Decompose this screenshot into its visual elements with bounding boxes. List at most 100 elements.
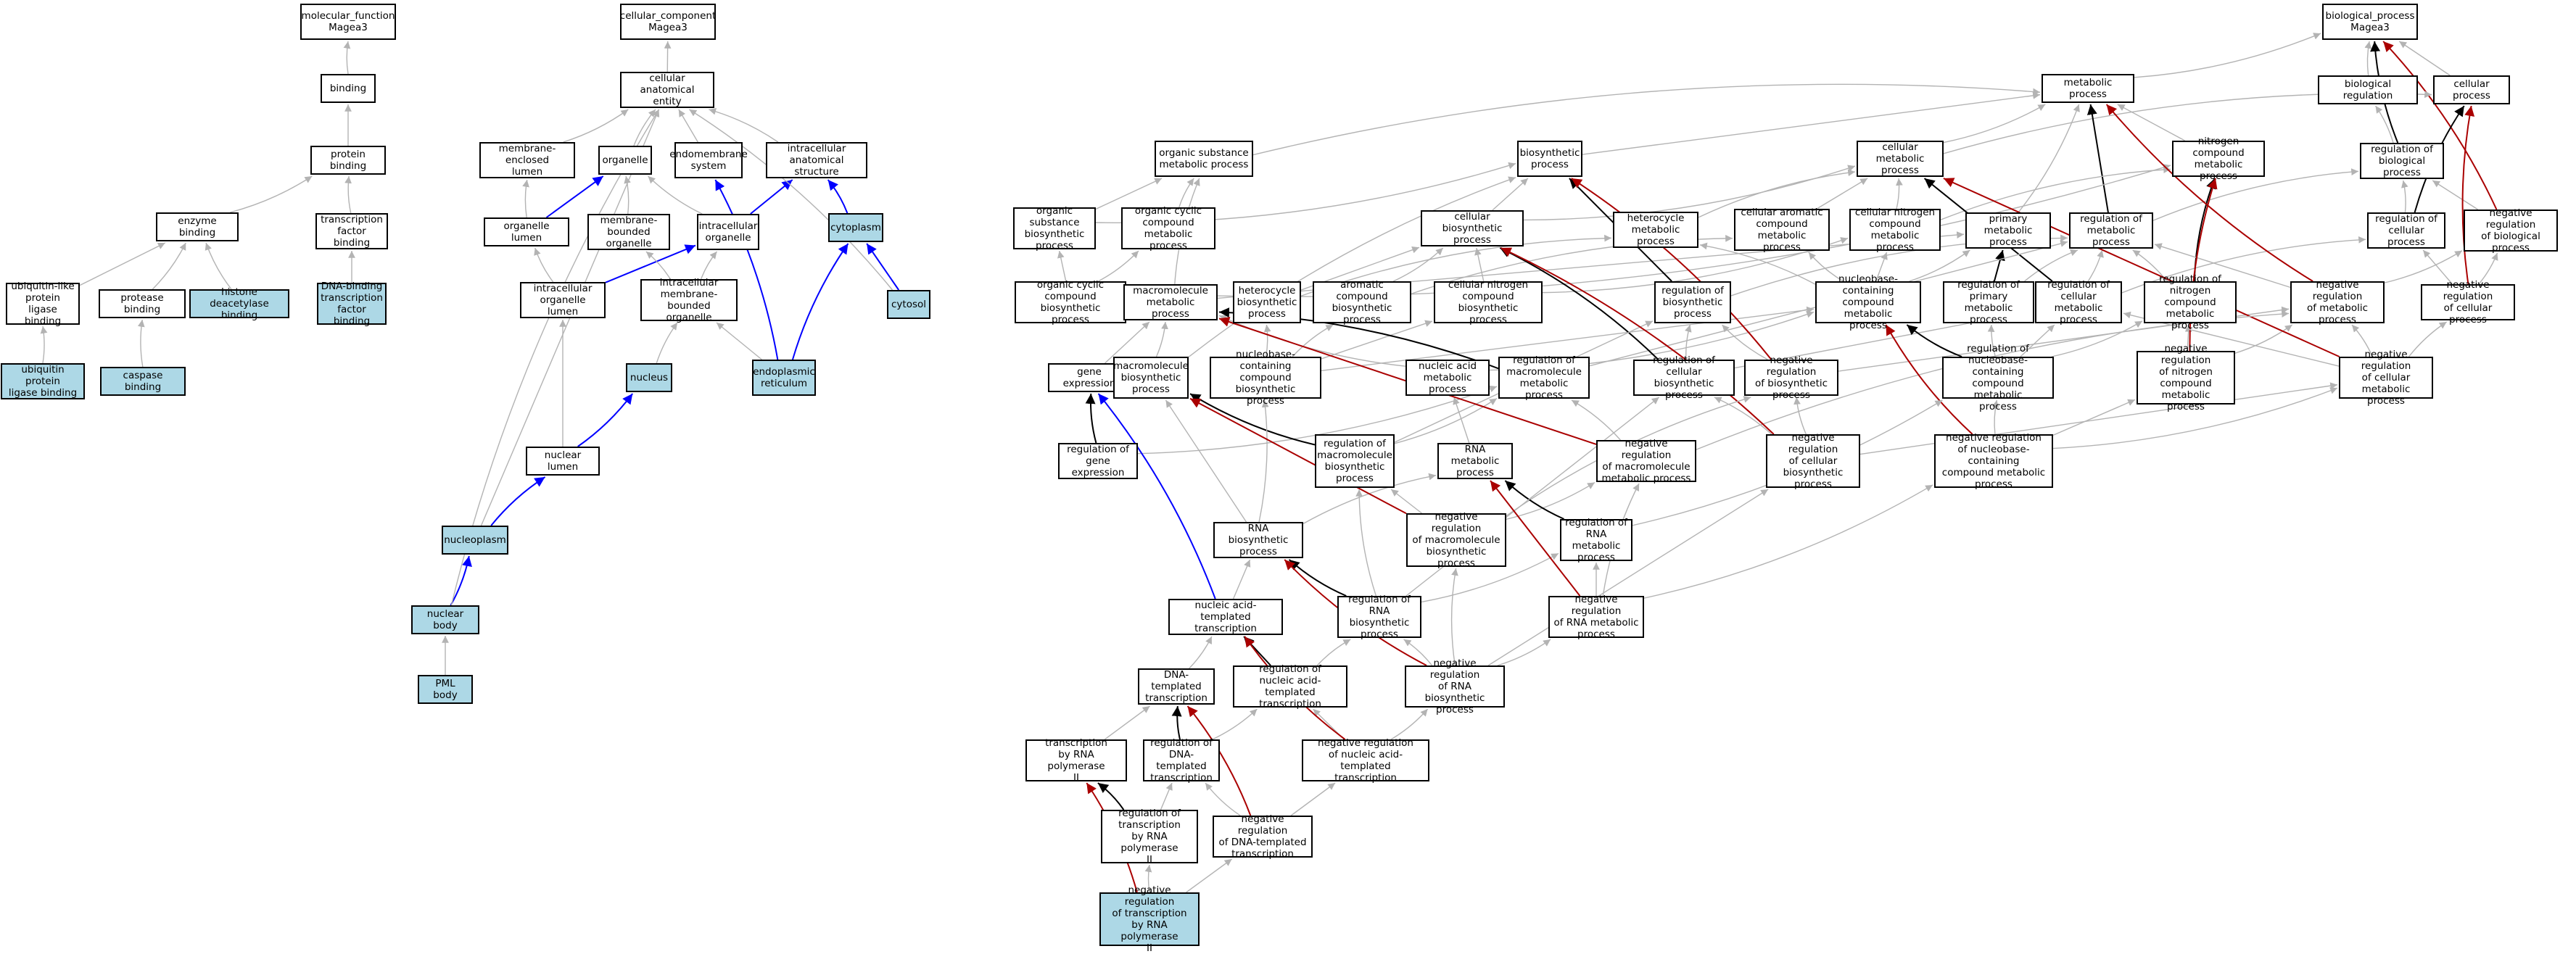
- edge-is-a: [347, 41, 348, 74]
- node-pml-body[interactable]: PML body: [418, 675, 473, 704]
- node-nrdtt[interactable]: negative regulation of DNA-templated tra…: [1213, 816, 1313, 858]
- node-nuclear-lumen[interactable]: nuclear lumen: [526, 447, 600, 476]
- node-mf[interactable]: molecular_function Magea3: [300, 4, 396, 40]
- node-nucleoplasm[interactable]: nucleoplasm: [442, 526, 508, 555]
- node-osbp[interactable]: organic substance biosynthetic process: [1013, 207, 1096, 249]
- node-mmp[interactable]: macromolecule metabolic process: [1123, 284, 1218, 320]
- edge-is-a: [709, 109, 778, 142]
- node-hmp[interactable]: heterocycle metabolic process: [1613, 212, 1698, 248]
- node-nrbp[interactable]: negative regulation of biological proces…: [2464, 210, 2558, 252]
- node-rpmp[interactable]: regulation of primary metabolic process: [1943, 281, 2034, 323]
- node-nrmp[interactable]: negative regulation of metabolic process: [2290, 281, 2385, 323]
- node-rdtt[interactable]: regulation of DNA-templated transcriptio…: [1143, 739, 1220, 781]
- node-acbp[interactable]: aromatic compound biosynthetic process: [1313, 281, 1411, 323]
- node-nrcmp[interactable]: negative regulation of cellular metaboli…: [2339, 357, 2433, 399]
- node-imbo[interactable]: intracellular membrane-bounded organelle: [640, 279, 738, 321]
- node-rcp[interactable]: regulation of cellular process: [2367, 212, 2445, 249]
- node-osmp[interactable]: organic substance metabolic process: [1155, 141, 1253, 177]
- node-bp[interactable]: biological_process Magea3: [2322, 4, 2418, 40]
- node-cytosol[interactable]: cytosol: [887, 290, 930, 319]
- node-rncomp[interactable]: regulation of nucleobase-containing comp…: [1942, 357, 2054, 399]
- node-pmp[interactable]: primary metabolic process: [1965, 212, 2051, 249]
- node-ubl-binding[interactable]: ubiquitin-like protein ligase binding: [6, 283, 80, 325]
- node-tf-binding[interactable]: transcription factor binding: [315, 213, 388, 249]
- node-ncmp[interactable]: nitrogen compound metabolic process: [2172, 141, 2265, 177]
- node-nrbsp[interactable]: negative regulation of biosynthetic proc…: [1744, 360, 1838, 396]
- node-rtrp2[interactable]: regulation of transcription by RNA polym…: [1101, 810, 1198, 863]
- node-rnamp[interactable]: RNA metabolic process: [1437, 443, 1513, 479]
- node-rrmp[interactable]: regulation of RNA metabolic process: [1560, 519, 1632, 561]
- node-ncomp[interactable]: nucleobase-containing compound metabolic…: [1815, 281, 1921, 323]
- node-organelle-lumen[interactable]: organelle lumen: [484, 217, 569, 246]
- node-rmbsp[interactable]: regulation of macromolecule biosynthetic…: [1315, 434, 1395, 488]
- node-cacmp[interactable]: cellular aromatic compound metabolic pro…: [1734, 209, 1830, 251]
- node-hdac-binding[interactable]: histone deacetylase binding: [189, 289, 289, 318]
- node-rrbp[interactable]: regulation of RNA biosynthetic process: [1337, 596, 1421, 638]
- node-cytoplasm[interactable]: cytoplasm: [828, 213, 883, 242]
- node-mbo[interactable]: membrane-bounded organelle: [587, 214, 670, 250]
- node-dna-tf-binding[interactable]: DNA-binding transcription factor binding: [317, 283, 387, 325]
- node-nat[interactable]: nucleic acid-templated transcription: [1168, 599, 1283, 635]
- edge-regulates: [2091, 104, 2108, 212]
- node-binding[interactable]: binding: [321, 74, 376, 103]
- node-occmp[interactable]: organic cyclic compound metabolic proces…: [1121, 207, 1215, 249]
- node-cae[interactable]: cellular anatomical entity: [620, 72, 714, 108]
- node-nrtrp2[interactable]: negative regulation of transcription by …: [1099, 892, 1200, 946]
- node-caspase-binding[interactable]: caspase binding: [100, 367, 186, 396]
- node-nrrbp[interactable]: negative regulation of RNA biosynthetic …: [1405, 665, 1505, 708]
- node-mbsp[interactable]: macromolecule biosynthetic process: [1113, 357, 1189, 399]
- node-hbp[interactable]: heterocycle biosynthetic process: [1233, 281, 1301, 323]
- node-enzyme-binding[interactable]: enzyme binding: [156, 212, 239, 241]
- node-rmmp[interactable]: regulation of macromolecule metabolic pr…: [1498, 357, 1590, 399]
- edge-regulates: [1505, 481, 1564, 519]
- node-rbsp2[interactable]: RNA biosynthetic process: [1213, 522, 1303, 558]
- node-upl-binding[interactable]: ubiquitin protein ligase binding: [1, 363, 85, 399]
- node-nrmbsp[interactable]: negative regulation of macromolecule bio…: [1406, 513, 1506, 567]
- node-ncbp[interactable]: nucleobase-containing compound biosynthe…: [1210, 357, 1321, 399]
- node-cbp[interactable]: cellular biosynthetic process: [1421, 210, 1524, 246]
- node-cc[interactable]: cellular_component Magea3: [620, 4, 716, 40]
- node-protease-binding[interactable]: protease binding: [99, 289, 186, 318]
- node-rnat[interactable]: regulation of nucleic acid-templated tra…: [1233, 665, 1347, 708]
- node-trp2[interactable]: transcription by RNA polymerase II: [1025, 739, 1127, 781]
- node-rbp[interactable]: regulation of biological process: [2360, 143, 2444, 179]
- node-nrncomp[interactable]: negative regulation of nucleobase-contai…: [1934, 434, 2053, 488]
- edge-is-a: [2052, 321, 2142, 357]
- node-nrmmp[interactable]: negative regulation of macromolecule met…: [1596, 440, 1696, 482]
- node-io[interactable]: intracellular organelle: [697, 214, 759, 250]
- node-rncmp[interactable]: regulation of nitrogen compound metaboli…: [2144, 281, 2237, 323]
- node-biosyn[interactable]: biosynthetic process: [1517, 141, 1582, 177]
- node-nrcp[interactable]: negative regulation of cellular process: [2421, 284, 2515, 320]
- node-organelle[interactable]: organelle: [598, 146, 652, 175]
- node-rge[interactable]: regulation of gene expression: [1058, 443, 1138, 479]
- edge-is-a: [141, 320, 143, 367]
- node-cncmp[interactable]: cellular nitrogen compound metabolic pro…: [1849, 209, 1941, 251]
- node-nucleus[interactable]: nucleus: [626, 363, 672, 392]
- node-namp[interactable]: nucleic acid metabolic process: [1405, 360, 1490, 396]
- node-ias[interactable]: intracellular anatomical structure: [766, 142, 867, 178]
- node-cncbp[interactable]: cellular nitrogen compound biosynthetic …: [1434, 281, 1543, 323]
- node-cmp[interactable]: cellular metabolic process: [1857, 141, 1944, 177]
- edge-is-a: [2088, 250, 2102, 281]
- node-nrcbp[interactable]: negative regulation of cellular biosynth…: [1766, 434, 1860, 488]
- node-rmp[interactable]: regulation of metabolic process: [2069, 212, 2153, 249]
- node-rcbp[interactable]: regulation of cellular biosynthetic proc…: [1633, 360, 1735, 396]
- node-mp[interactable]: metabolic process: [2042, 74, 2134, 103]
- node-bio-reg[interactable]: biological regulation: [2318, 75, 2418, 104]
- node-nrnat[interactable]: negative regulation of nucleic acid-temp…: [1302, 739, 1429, 781]
- node-protein-binding[interactable]: protein binding: [310, 146, 386, 175]
- edge-is-a: [701, 252, 717, 279]
- node-nrrmp[interactable]: negative regulation of RNA metabolic pro…: [1548, 596, 1644, 638]
- edge-is-a: [648, 176, 703, 214]
- node-nuclear-body[interactable]: nuclear body: [411, 605, 479, 634]
- node-er[interactable]: endoplasmic reticulum: [752, 360, 816, 396]
- node-nrncmp[interactable]: negative regulation of nitrogen compound…: [2137, 351, 2235, 405]
- node-rbsp[interactable]: regulation of biosynthetic process: [1654, 281, 1731, 323]
- node-dtt[interactable]: DNA-templated transcription: [1138, 668, 1215, 705]
- node-iol[interactable]: intracellular organelle lumen: [520, 282, 606, 318]
- node-mel[interactable]: membrane-enclosed lumen: [479, 142, 575, 178]
- node-rcmp[interactable]: regulation of cellular metabolic process: [2035, 281, 2122, 323]
- node-cellular-process[interactable]: cellular process: [2433, 75, 2510, 104]
- node-occbp[interactable]: organic cyclic compound biosynthetic pro…: [1015, 281, 1126, 323]
- node-endomembrane[interactable]: endomembrane system: [674, 142, 743, 178]
